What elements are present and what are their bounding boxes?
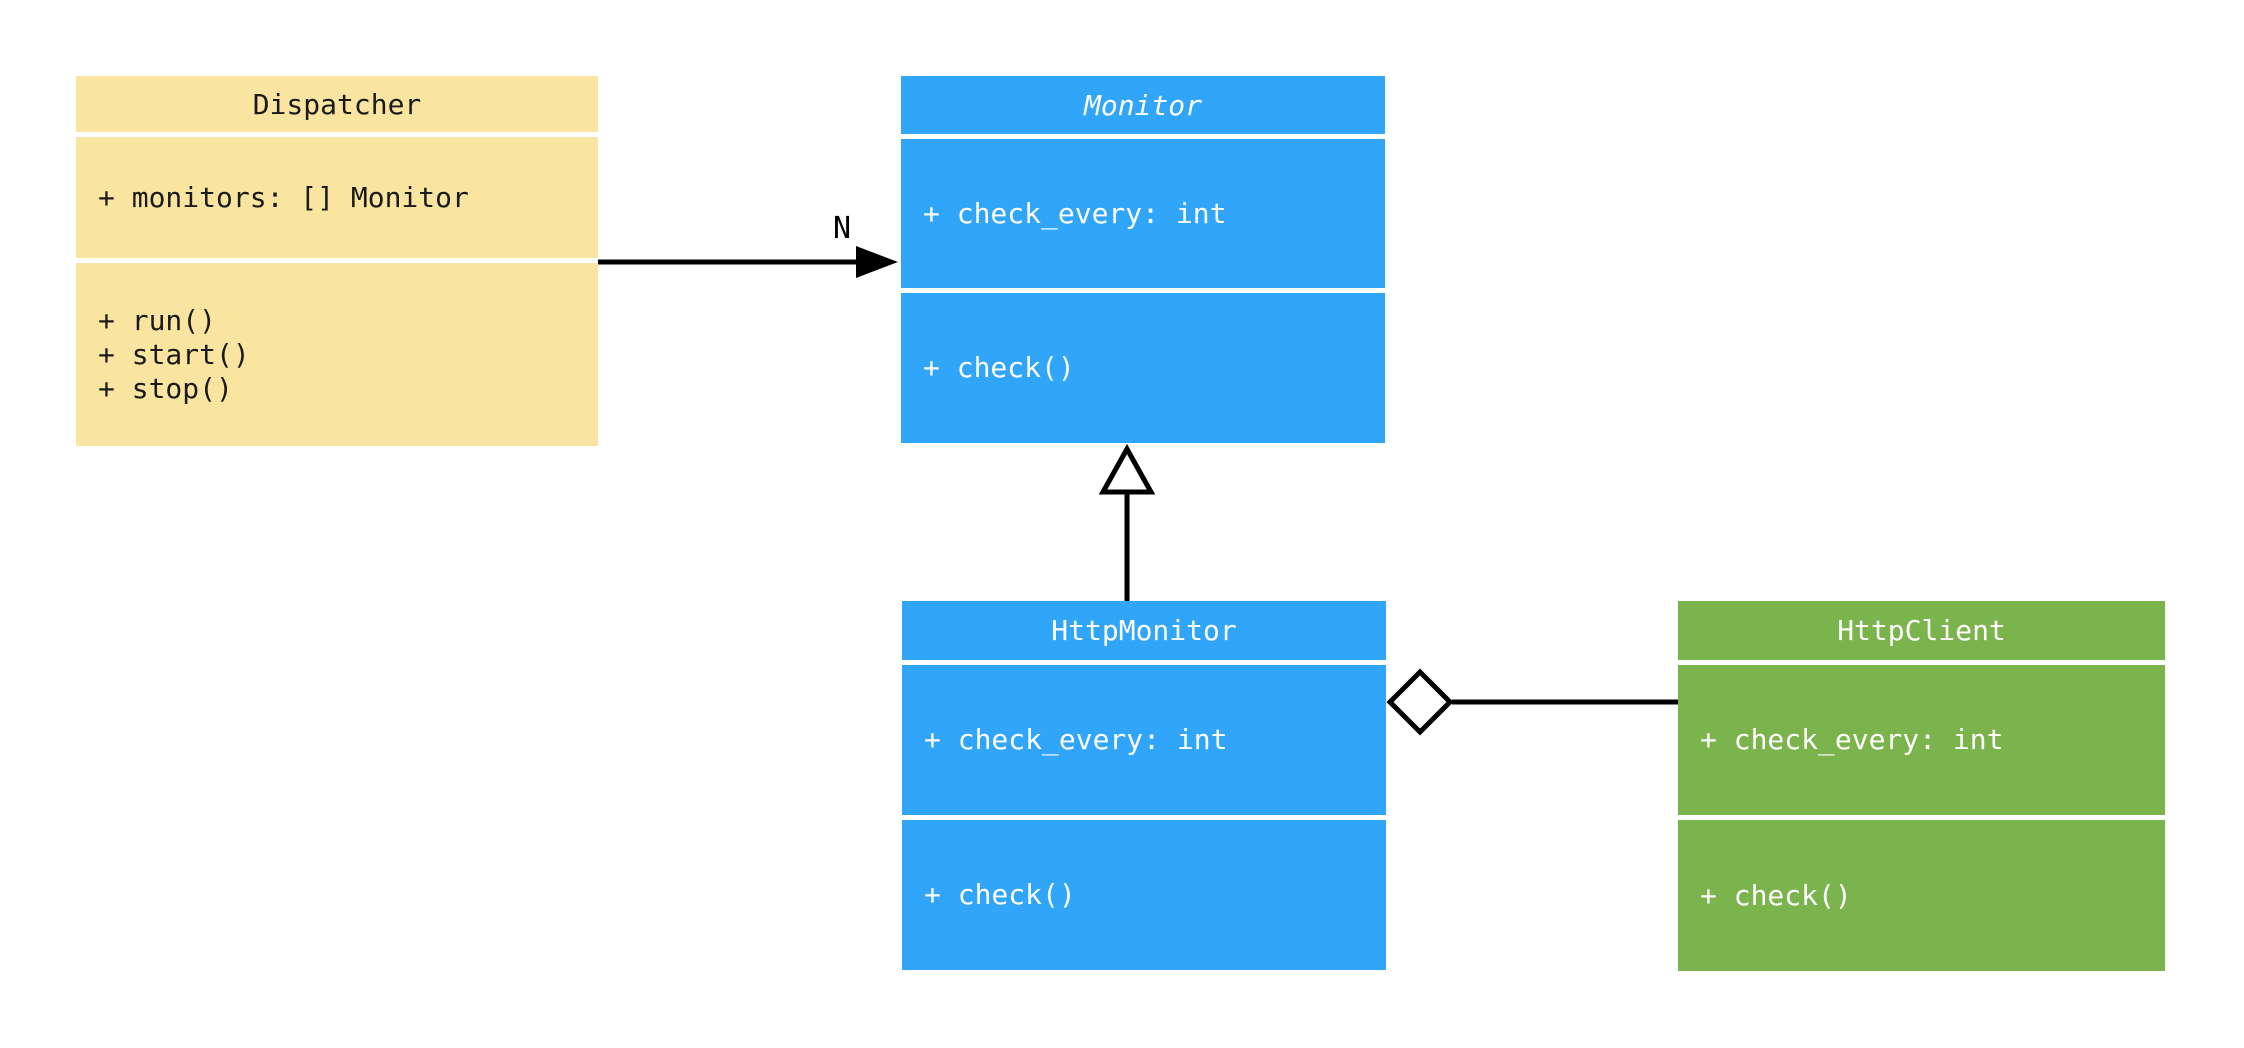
class-attributes-httpmonitor: + check_every: int — [902, 665, 1386, 815]
association-arrowhead-icon — [856, 246, 898, 278]
method: + check() — [923, 351, 1075, 384]
class-box-dispatcher: Dispatcher + monitors: [] Monitor + run(… — [76, 76, 598, 446]
inheritance-triangle-icon — [1098, 443, 1156, 495]
class-methods-httpclient: + check() — [1678, 820, 2165, 971]
attribute: + check_every: int — [924, 723, 1228, 756]
class-attributes-httpclient: + check_every: int — [1678, 665, 2165, 815]
class-methods-httpmonitor: + check() — [902, 820, 1386, 970]
class-title-httpmonitor: HttpMonitor — [902, 601, 1386, 660]
class-attributes-monitor: + check_every: int — [901, 139, 1385, 288]
inheritance-httpmonitor-monitor — [1098, 443, 1156, 601]
class-name: Monitor — [1083, 88, 1202, 122]
aggregation-diamond-icon — [1386, 668, 1454, 736]
class-box-httpmonitor: HttpMonitor + check_every: int + check() — [902, 601, 1386, 970]
class-title-dispatcher: Dispatcher — [76, 76, 598, 132]
attribute: + monitors: [] Monitor — [98, 180, 469, 214]
class-name: Dispatcher — [252, 87, 422, 121]
attribute: + check_every: int — [923, 196, 1227, 230]
class-title-httpclient: HttpClient — [1678, 601, 2165, 660]
class-box-httpclient: HttpClient + check_every: int + check() — [1678, 601, 2165, 971]
association-multiplicity-label: N — [833, 211, 852, 246]
class-title-monitor: Monitor — [901, 76, 1385, 134]
class-methods-dispatcher: + run() + start() + stop() — [76, 263, 598, 446]
class-box-monitor: Monitor + check_every: int + check() — [901, 76, 1385, 443]
method: + start() — [98, 337, 250, 371]
class-attributes-dispatcher: + monitors: [] Monitor — [76, 137, 598, 258]
method: + check() — [924, 878, 1076, 911]
class-name: HttpMonitor — [1051, 614, 1237, 647]
method: + stop() — [98, 371, 233, 405]
method: + check() — [1700, 878, 1852, 912]
attribute: + check_every: int — [1700, 723, 2004, 756]
aggregation-httpmonitor-httpclient — [1386, 668, 1678, 736]
method: + run() — [98, 303, 217, 337]
association-dispatcher-monitor — [598, 246, 898, 278]
class-methods-monitor: + check() — [901, 293, 1385, 443]
class-name: HttpClient — [1837, 614, 2006, 647]
